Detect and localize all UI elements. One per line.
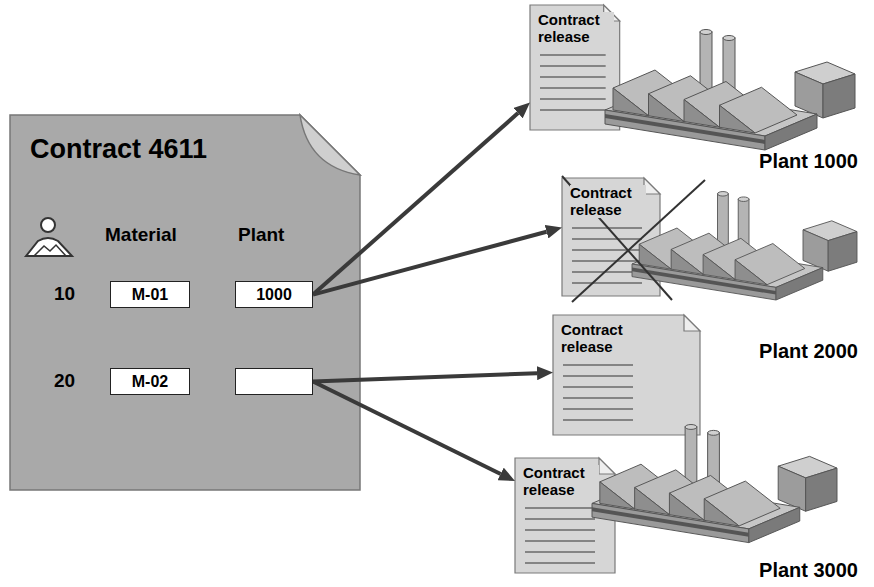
flow-arrow <box>313 232 547 295</box>
column-header: Plant <box>238 224 284 246</box>
box-text: Contract release <box>523 465 599 498</box>
box-text: M-01 <box>132 285 168 304</box>
factory-icon <box>632 192 857 300</box>
document-title: Contract 4611 <box>30 133 360 165</box>
release-document: Contract release <box>515 458 615 573</box>
plant-label: Plant 3000 <box>759 559 858 582</box>
box-text: M-02 <box>132 372 168 391</box>
box-text: Contract release <box>561 322 637 355</box>
flow-arrow <box>313 373 537 381</box>
factory-icon <box>605 30 855 151</box>
release-document: Contract release <box>553 315 700 435</box>
flow-arrow <box>313 382 501 474</box>
item-number: 20 <box>54 370 75 392</box>
box-text: Contract release <box>538 12 614 45</box>
box-text: Contract release <box>570 185 646 218</box>
plant-label: Plant 1000 <box>759 150 858 173</box>
plant-label: Plant 2000 <box>759 340 858 363</box>
release-document: Contract release <box>562 178 660 296</box>
plant-field: 1000 <box>235 281 313 308</box>
release-document: Contract release <box>530 5 620 130</box>
factory-icon <box>592 425 837 543</box>
plant-field <box>235 368 313 395</box>
person-icon <box>26 218 72 256</box>
box-text: 1000 <box>256 285 292 304</box>
cancel-cross <box>562 176 705 302</box>
material-field: M-02 <box>110 368 190 395</box>
column-header: Material <box>105 224 177 246</box>
item-number: 10 <box>54 283 75 305</box>
material-field: M-01 <box>110 281 190 308</box>
